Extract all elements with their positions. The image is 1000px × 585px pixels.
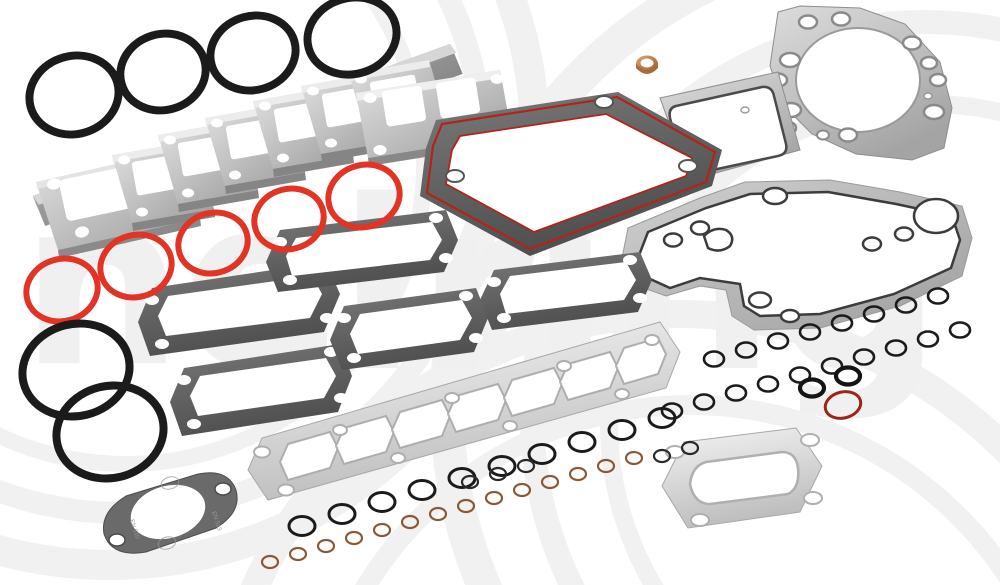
oring-row — [460, 440, 700, 490]
oring-black-large — [25, 0, 401, 139]
oring-black-large — [18, 319, 168, 483]
copper-sealing-ring — [636, 55, 658, 74]
turbo-flange-gasket — [661, 427, 823, 529]
oring-red — [23, 161, 403, 325]
valve-cover-gasket — [621, 179, 973, 331]
graphite-gasket — [330, 288, 488, 370]
steel-shim-plate — [112, 141, 215, 231]
water-pump-gasket: EN 510 EN 513 — [102, 472, 238, 554]
graphite-gasket — [266, 210, 458, 292]
oring-dark-red-small — [823, 390, 863, 420]
graphite-gasket — [480, 252, 652, 330]
